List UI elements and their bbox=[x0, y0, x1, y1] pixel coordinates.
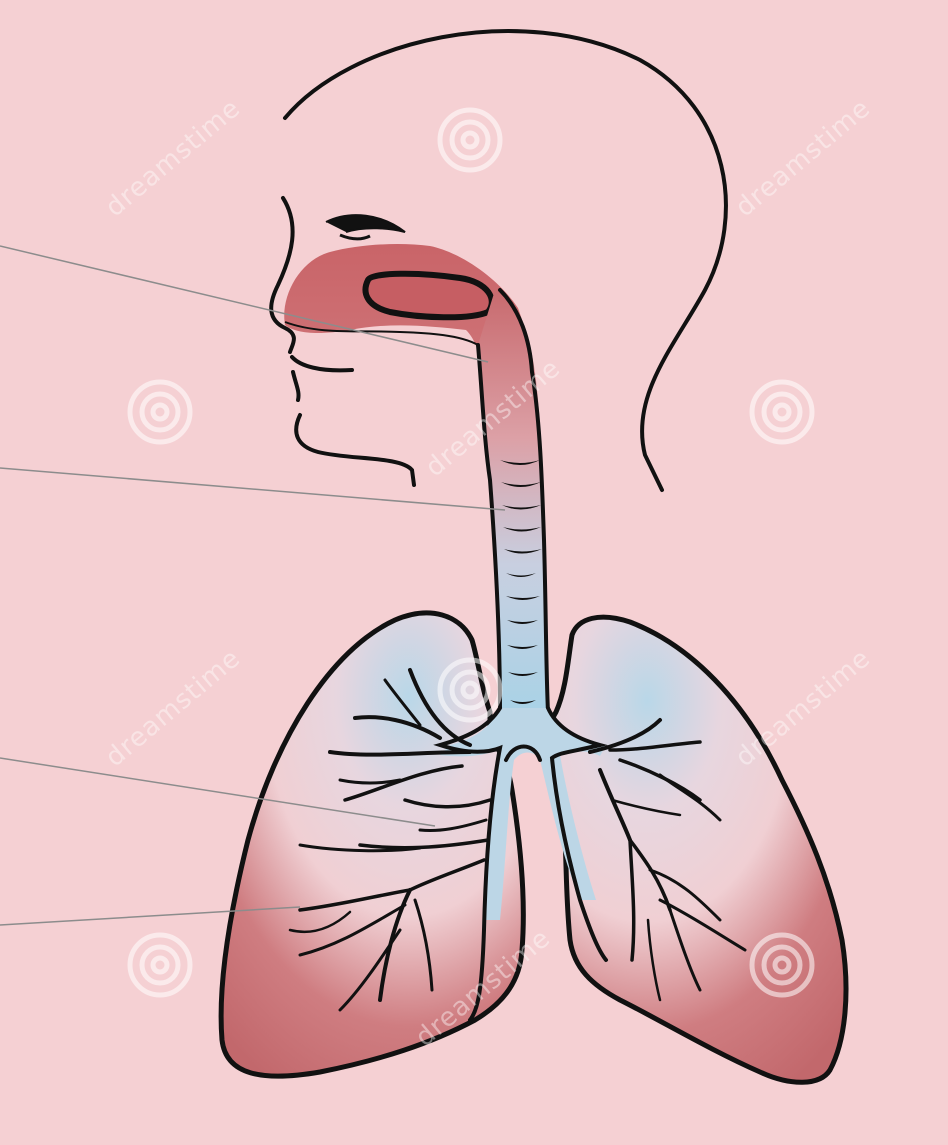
spiral-logo-icon bbox=[752, 382, 812, 442]
nasal-turbinate bbox=[366, 274, 492, 318]
spiral-logo-icon bbox=[130, 935, 190, 995]
trachea bbox=[478, 290, 548, 712]
upper-lip bbox=[292, 357, 352, 370]
eye-lash bbox=[340, 235, 370, 239]
pointer-line-trachea bbox=[0, 468, 505, 510]
chin bbox=[296, 415, 414, 485]
spiral-logo-icon bbox=[440, 110, 500, 170]
face-profile bbox=[271, 198, 294, 352]
eye-lid bbox=[326, 215, 405, 232]
right-lung bbox=[540, 617, 846, 1082]
spiral-logo-icon bbox=[130, 382, 190, 442]
lower-lip bbox=[293, 372, 299, 400]
